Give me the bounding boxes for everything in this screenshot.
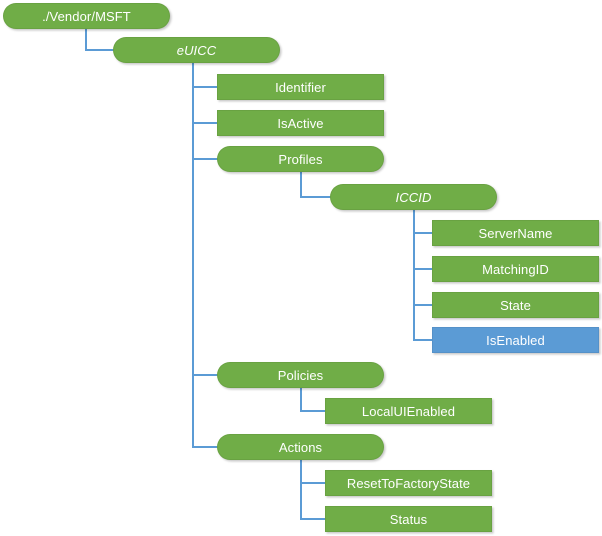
tree-node-label: LocalUIEnabled bbox=[361, 403, 456, 419]
tree-node-label: ResetToFactoryState bbox=[346, 475, 471, 491]
connector-iccid-to-servername bbox=[413, 209, 433, 234]
connector-policies-to-localuienabled bbox=[300, 387, 326, 412]
connector-euicc-to-policies bbox=[192, 62, 218, 376]
tree-node-euicc[interactable]: eUICC bbox=[113, 37, 280, 63]
tree-node-isenabled[interactable]: IsEnabled bbox=[432, 327, 599, 353]
tree-node-label: IsEnabled bbox=[486, 332, 545, 348]
tree-node-matchingid[interactable]: MatchingID bbox=[432, 256, 599, 282]
tree-node-policies[interactable]: Policies bbox=[217, 362, 384, 388]
tree-node-label: ServerName bbox=[478, 225, 553, 241]
tree-node-label: Profiles bbox=[278, 151, 323, 167]
tree-node-root[interactable]: ./Vendor/MSFT bbox=[3, 3, 170, 29]
tree-node-localuienabled[interactable]: LocalUIEnabled bbox=[325, 398, 492, 424]
connector-iccid-to-isenabled bbox=[413, 209, 433, 341]
tree-node-label: eUICC bbox=[176, 42, 217, 58]
tree-node-resettofactorystate[interactable]: ResetToFactoryState bbox=[325, 470, 492, 496]
tree-node-label: IsActive bbox=[277, 115, 324, 131]
tree-node-label: Actions bbox=[278, 439, 323, 455]
connector-profiles-to-iccid bbox=[300, 171, 331, 198]
tree-node-status[interactable]: Status bbox=[325, 506, 492, 532]
connector-iccid-to-state bbox=[413, 209, 433, 306]
connector-euicc-to-isactive bbox=[192, 62, 218, 124]
tree-node-actions[interactable]: Actions bbox=[217, 434, 384, 460]
tree-node-label: ./Vendor/MSFT bbox=[42, 8, 131, 24]
connector-iccid-to-matchingid bbox=[413, 209, 433, 270]
tree-node-label: State bbox=[500, 297, 531, 313]
tree-node-iccid[interactable]: ICCID bbox=[330, 184, 497, 210]
tree-node-identifier[interactable]: Identifier bbox=[217, 74, 384, 100]
tree-node-label: Status bbox=[389, 511, 428, 527]
tree-node-label: Identifier bbox=[275, 79, 326, 95]
tree-node-label: MatchingID bbox=[482, 261, 549, 277]
tree-node-isactive[interactable]: IsActive bbox=[217, 110, 384, 136]
tree-node-servername[interactable]: ServerName bbox=[432, 220, 599, 246]
connector-euicc-to-actions bbox=[192, 62, 218, 448]
tree-node-label: Policies bbox=[277, 367, 324, 383]
tree-node-profiles[interactable]: Profiles bbox=[217, 146, 384, 172]
connector-euicc-to-profiles bbox=[192, 62, 218, 160]
tree-node-state[interactable]: State bbox=[432, 292, 599, 318]
connector-euicc-to-identifier bbox=[192, 62, 218, 88]
connector-actions-to-resettofactorystate bbox=[300, 459, 326, 484]
tree-node-label: ICCID bbox=[395, 189, 432, 205]
connector-root-to-euicc bbox=[85, 28, 114, 51]
connector-actions-to-status bbox=[300, 459, 326, 520]
